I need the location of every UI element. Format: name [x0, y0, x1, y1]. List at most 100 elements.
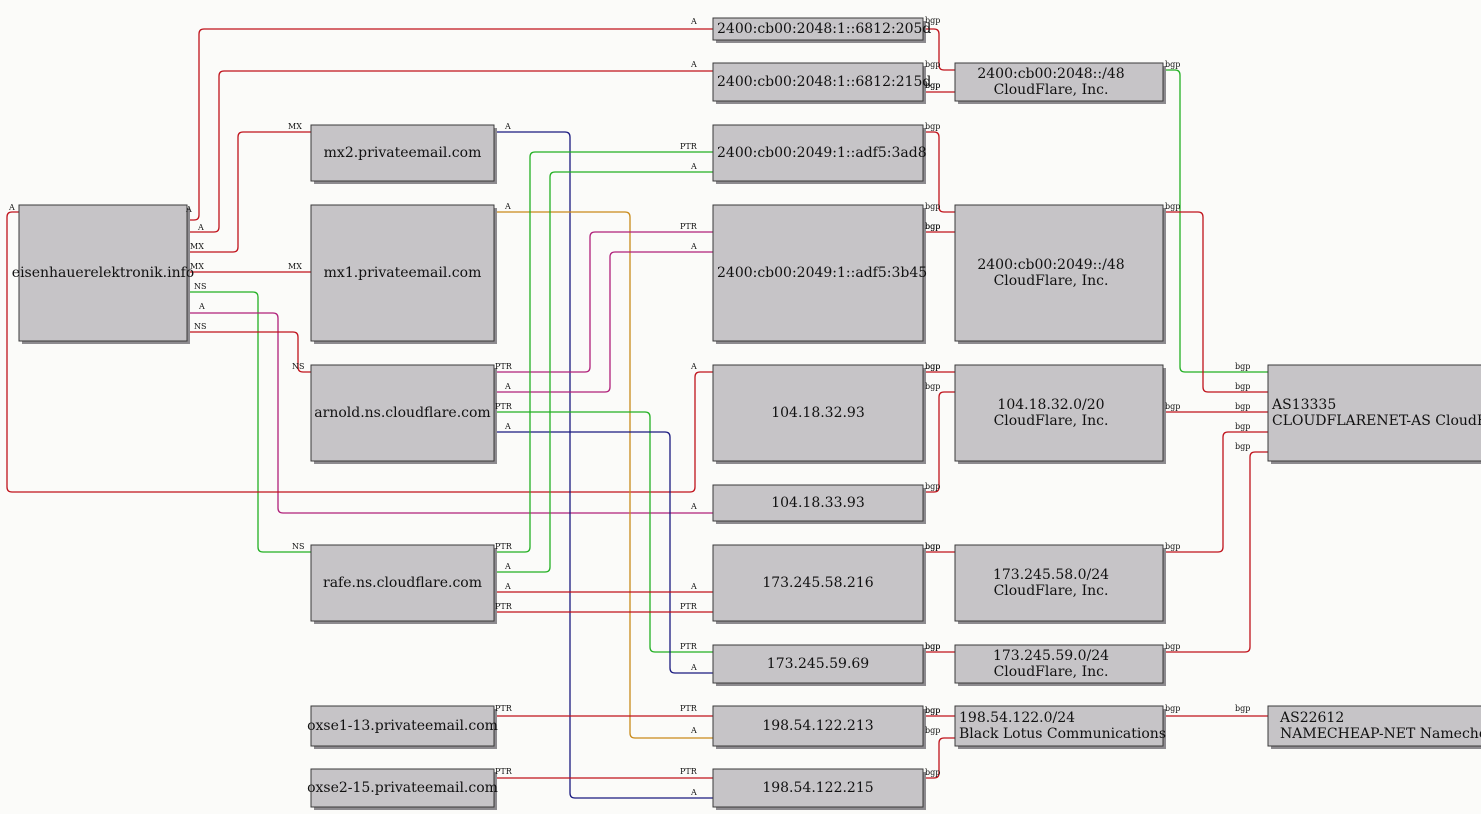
- edge-pfx_59-to-as13335: [1163, 451, 1268, 653]
- edge-label-e12-target: A: [690, 242, 697, 251]
- edge-label-e14-source: A: [504, 422, 511, 431]
- edge-label-e26-target: bgp: [925, 382, 940, 391]
- edge-label-e30-target: bgp: [925, 726, 940, 735]
- edge-label-e8-source: A: [8, 203, 15, 212]
- edge-pfx_2048-to-as13335: [1163, 69, 1268, 373]
- edge-domain-to-v6_215d: [187, 70, 713, 233]
- edge-label-e21-target: bgp: [925, 60, 940, 69]
- edge-rafe-to-v6_3ad8: [494, 171, 713, 573]
- edge-label-e28-source: bgp: [925, 642, 940, 651]
- edge-label-e6-source: A: [198, 302, 205, 311]
- node-label-line-1: 104.18.32.93: [771, 405, 865, 421]
- edge-arnold-to-v6_3b45: [494, 231, 713, 373]
- node-box: [1267, 705, 1481, 747]
- node-label-line-2: CloudFlare, Inc.: [994, 82, 1109, 98]
- node-label-line-1: 2400:cb00:2048:1::6812:205d: [717, 21, 931, 37]
- node-label-line-1: 198.54.122.0/24: [959, 710, 1075, 726]
- edge-label-e9-target: A: [690, 788, 697, 797]
- node-label-line-1: mx2.privateemail.com: [324, 145, 482, 161]
- edge-label-e18-source: PTR: [495, 602, 513, 611]
- node-v6_215d[interactable]: 2400:cb00:2048:1::6812:215d: [712, 62, 931, 104]
- node-label-line-1: 2400:cb00:2049::/48: [977, 257, 1124, 273]
- edge-label-e2-source: A: [197, 223, 204, 232]
- node-ip_33_93[interactable]: 104.18.33.93: [712, 484, 926, 524]
- edge-label-e27-target: bgp: [925, 542, 940, 551]
- node-label-line-1: AS13335: [1271, 397, 1336, 413]
- node-domain[interactable]: eisenhauerelektronik.info: [12, 204, 194, 344]
- node-oxse2[interactable]: oxse2-15.privateemail.com: [307, 768, 498, 810]
- node-box: [954, 705, 1164, 747]
- node-box: [310, 544, 495, 622]
- node-mx2[interactable]: mx2.privateemail.com: [310, 124, 497, 184]
- node-label-line-1: oxse2-15.privateemail.com: [307, 780, 498, 796]
- node-v6_3ad8[interactable]: 2400:cb00:2049:1::adf5:3ad8: [712, 124, 927, 184]
- edge-label-e27-source: bgp: [925, 542, 940, 551]
- node-box: [712, 484, 924, 522]
- node-box: [712, 768, 924, 808]
- edge-label-e14-target: A: [690, 663, 697, 672]
- node-box: [1267, 364, 1481, 462]
- edge-label-e8-target: A: [690, 362, 697, 371]
- edge-label-e7-target: NS: [292, 362, 304, 371]
- edge-label-e13-source: PTR: [495, 402, 513, 411]
- node-rafe[interactable]: rafe.ns.cloudflare.com: [310, 544, 497, 624]
- node-label-line-2: CLOUDFLARENET-AS CloudFlare, Inc.: [1272, 413, 1481, 429]
- edge-label-e10-target: A: [690, 726, 697, 735]
- node-v6_3b45[interactable]: 2400:cb00:2049:1::adf5:3b45: [712, 204, 927, 344]
- edge-label-e29-target: bgp: [925, 706, 940, 715]
- edge-label-e24-target: bgp: [925, 222, 940, 231]
- edge-label-e10-source: A: [504, 202, 511, 211]
- node-ip_32_93[interactable]: 104.18.32.93: [712, 364, 926, 464]
- edge-label-e5-target: NS: [292, 542, 304, 551]
- edge-label-e19-source: PTR: [495, 704, 513, 713]
- edge-label-e23-target: bgp: [925, 202, 940, 211]
- node-ip_122_215[interactable]: 198.54.122.215: [712, 768, 926, 810]
- node-v6_205d[interactable]: 2400:cb00:2048:1::6812:205d: [712, 17, 931, 43]
- edge-ip_122_215-to-pfx_198: [923, 737, 955, 779]
- node-label-line-1: eisenhauerelektronik.info: [12, 265, 194, 281]
- edge-label-e1-source: A: [185, 205, 192, 214]
- edge-arnold-to-ip_59_69: [494, 431, 713, 674]
- edge-label-e25-source: bgp: [925, 362, 940, 371]
- edge-label-e7-source: NS: [194, 322, 206, 331]
- edge-label-e4-source: MX: [190, 262, 204, 271]
- edge-label-e29-source: bgp: [925, 706, 940, 715]
- edge-label-e9-source: A: [504, 122, 511, 131]
- node-box: [712, 204, 924, 342]
- edge-label-e35-target: bgp: [1235, 442, 1250, 451]
- edge-label-e11-source: PTR: [495, 362, 513, 371]
- node-label-line-2: NAMECHEAP-NET Namecheap, Inc.: [1280, 726, 1481, 742]
- node-oxse1[interactable]: oxse1-13.privateemail.com: [307, 705, 498, 749]
- edge-label-e3-target: MX: [288, 122, 302, 131]
- node-box: [712, 364, 924, 462]
- edge-label-e1-target: A: [690, 17, 697, 26]
- edge-label-e34-target: bgp: [1235, 422, 1250, 431]
- node-label-line-2: CloudFlare, Inc.: [994, 664, 1109, 680]
- edge-label-e20-source: PTR: [495, 767, 513, 776]
- edge-label-e3-source: MX: [190, 242, 204, 251]
- edge-mx2-to-ip_122_215: [494, 131, 713, 799]
- node-ip_59_69[interactable]: 173.245.59.69: [712, 644, 926, 686]
- edge-label-e11-target: PTR: [680, 222, 698, 231]
- node-mx1[interactable]: mx1.privateemail.com: [310, 204, 497, 344]
- edge-label-e15-target: PTR: [680, 142, 698, 151]
- edge-label-e35-source: bgp: [1165, 642, 1180, 651]
- edge-label-e13-target: PTR: [680, 642, 698, 651]
- edge-domain-to-ip_33_93: [187, 312, 713, 514]
- nodes-layer: eisenhauerelektronik.info mx2.privateemai…: [12, 17, 1481, 810]
- node-ip_58_216[interactable]: 173.245.58.216: [712, 544, 926, 624]
- node-ip_122_213[interactable]: 198.54.122.213: [712, 705, 926, 749]
- node-box: [712, 544, 924, 622]
- edge-mx1-to-ip_122_213: [494, 211, 713, 739]
- edge-label-e33-source: bgp: [1165, 402, 1180, 411]
- node-arnold[interactable]: arnold.ns.cloudflare.com: [310, 364, 497, 464]
- node-box: [712, 62, 924, 102]
